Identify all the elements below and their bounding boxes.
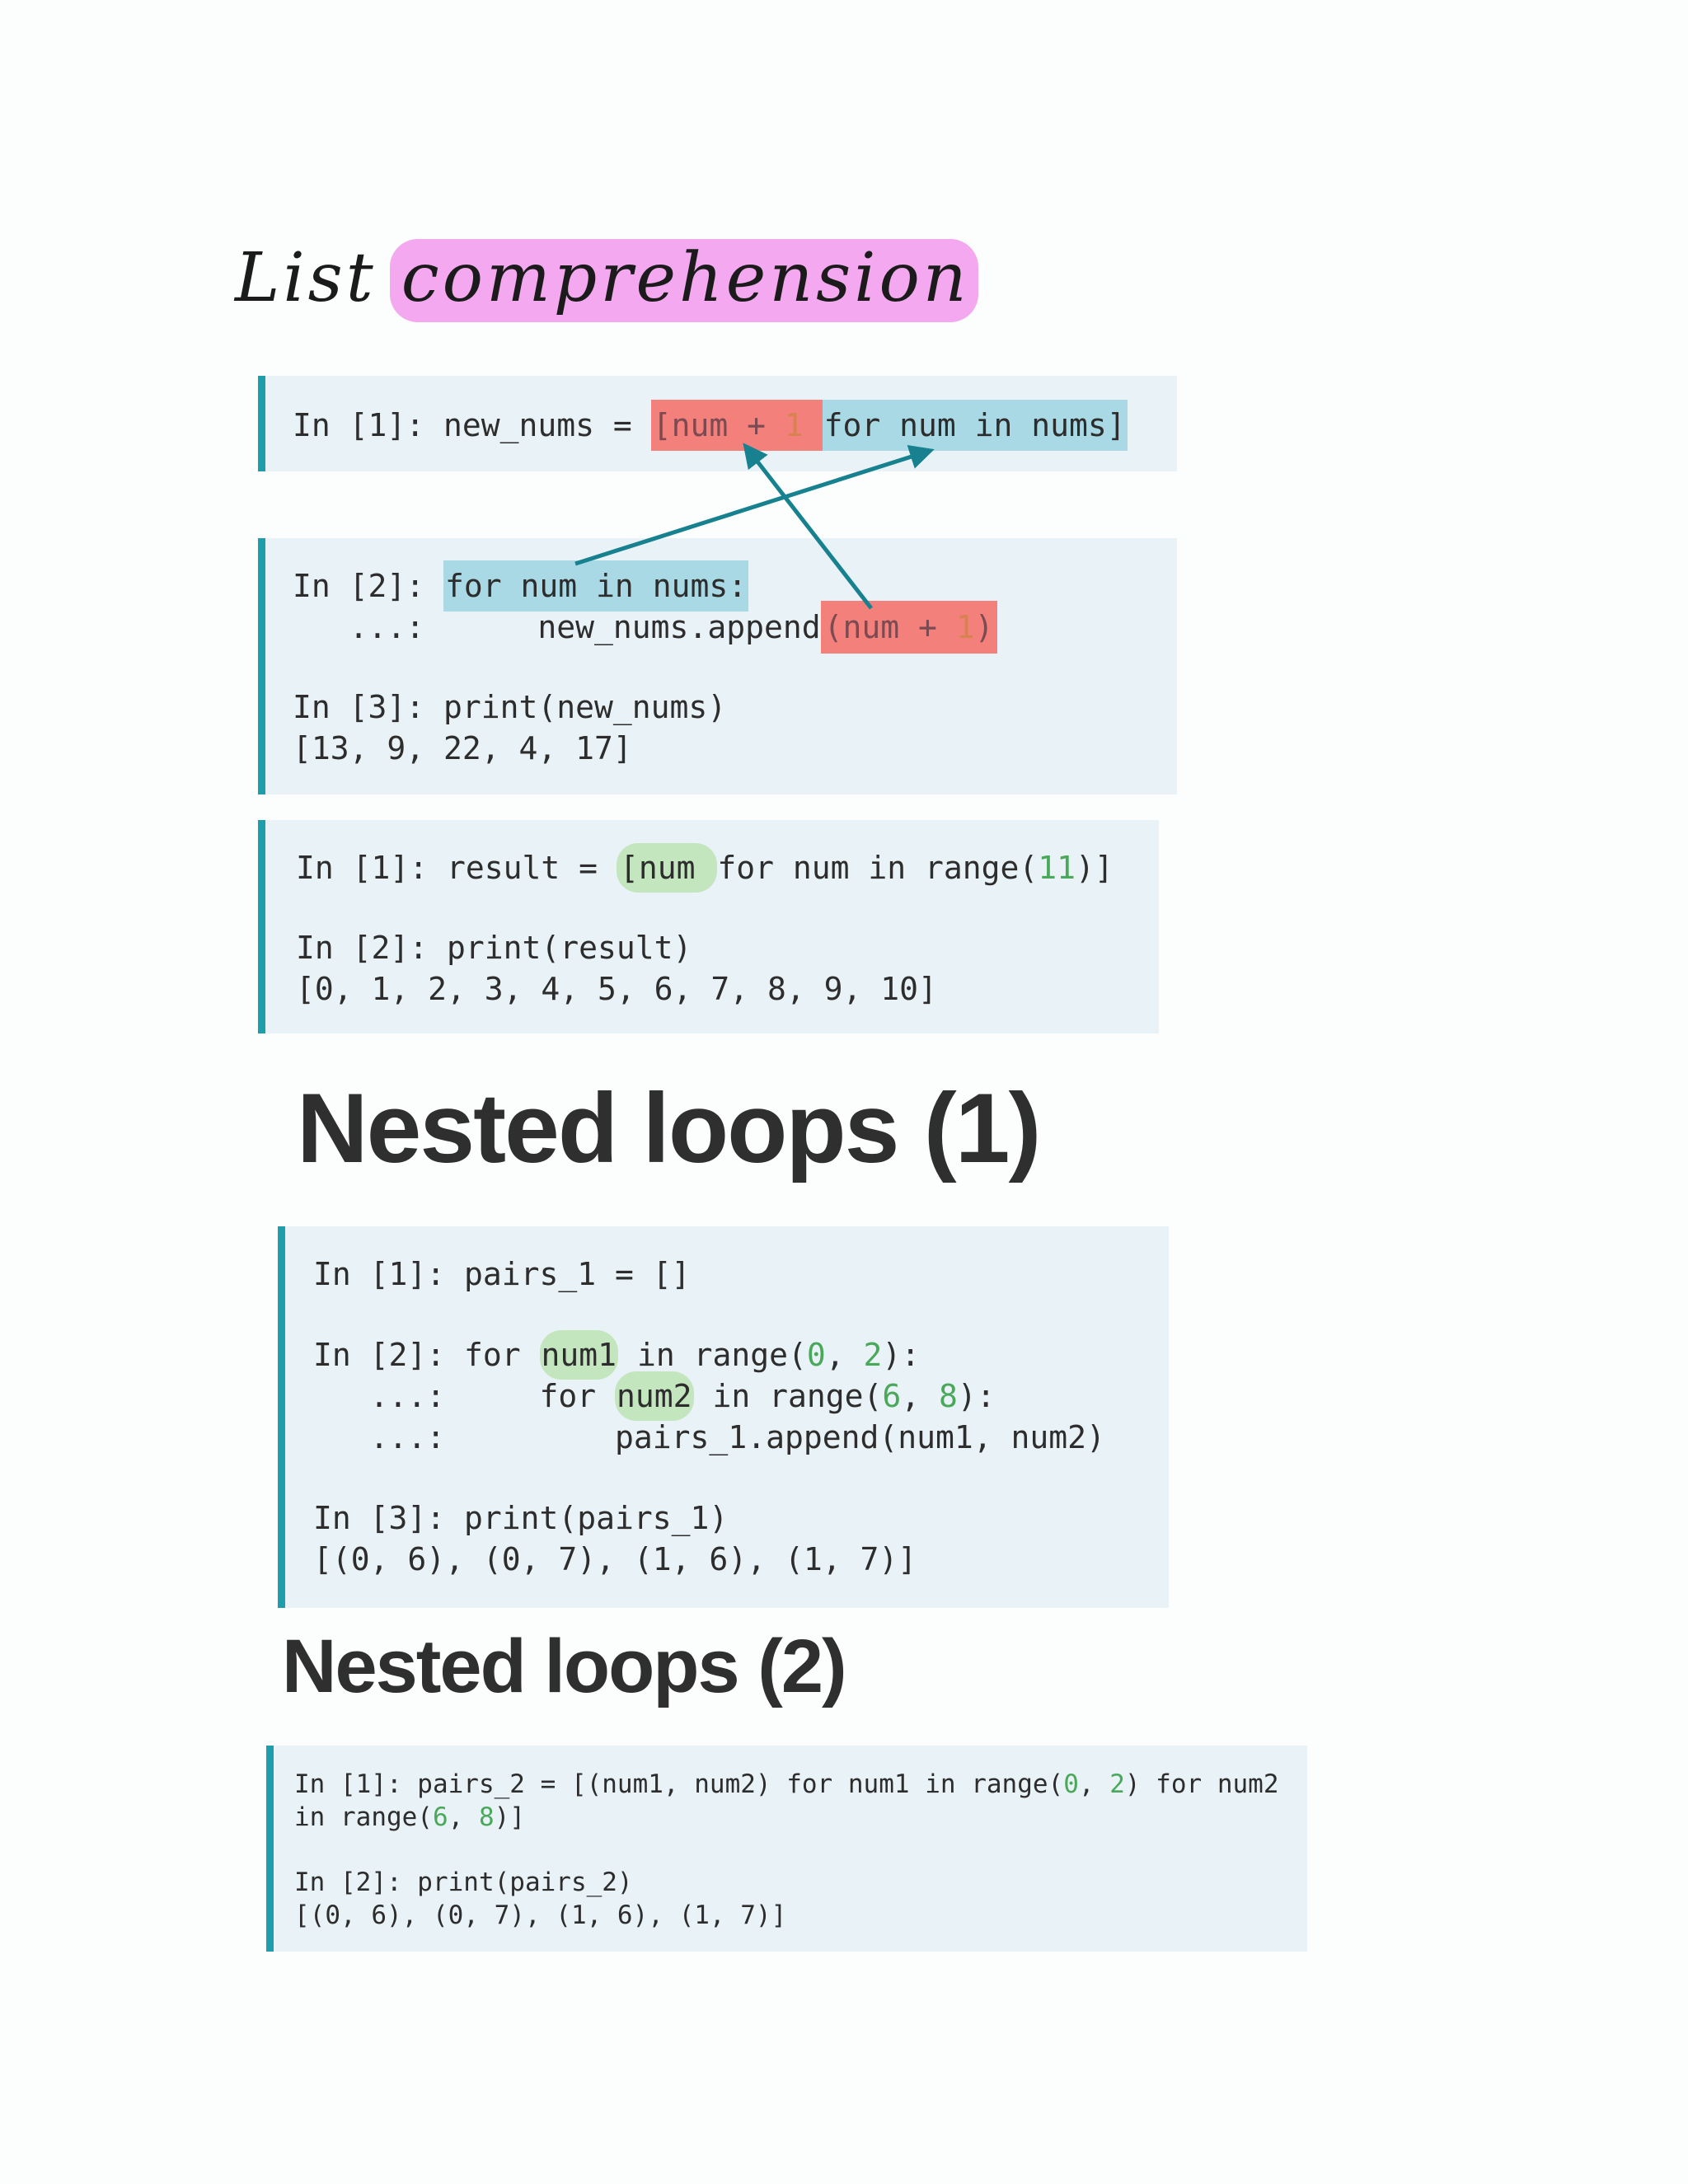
- heading-nested-loops-1: Nested loops (1): [297, 1073, 1041, 1183]
- cell4-line5: In [3]: print(pairs_1): [313, 1500, 729, 1536]
- cell4-l2-close: ):: [882, 1337, 921, 1373]
- cell4-l2-num2: 2: [863, 1337, 883, 1373]
- cell2-line2: ...: new_nums.append(num + 1): [293, 601, 997, 654]
- cell5-l1-text: In [1]: pairs_2 = [(num1, num2) for num1…: [294, 1769, 1064, 1799]
- cell4-line4: ...: pairs_1.append(num1, num2): [313, 1419, 1105, 1455]
- cell5-line2: in range(6, 8)]: [294, 1805, 525, 1830]
- cell2-line1: In [2]: for num in nums:: [293, 560, 749, 612]
- cell2-prompt: In [2]:: [293, 568, 444, 604]
- cell2-output: [13, 9, 22, 4, 17]: [293, 730, 632, 766]
- cell4-line1: In [1]: pairs_1 = []: [313, 1256, 691, 1292]
- cell2-red-number: 1: [955, 609, 975, 645]
- cell1-red-text: [num +: [652, 407, 785, 443]
- heading-nested-loops-2: Nested loops (2): [282, 1624, 847, 1708]
- cell5-l2-num2: 8: [478, 1802, 495, 1832]
- arrow-for-to-comprehension: [574, 444, 935, 566]
- cell5-line3: In [2]: print(pairs_2): [294, 1868, 633, 1897]
- cell5-l2-close: )]: [494, 1802, 525, 1832]
- cell5-output: [(0, 6), (0, 7), (1, 6), (1, 7)]: [294, 1900, 787, 1930]
- cell4-l2-comma: ,: [825, 1337, 864, 1373]
- cell4-line3: ...: for num2 in range(6, 8):: [313, 1371, 996, 1421]
- cell4-l3-comma: ,: [901, 1378, 939, 1414]
- cell4-num2-highlight: num2: [615, 1371, 694, 1421]
- cell4-l3-num2: 8: [939, 1378, 958, 1414]
- cell2-append-text: ...: new_nums.append: [293, 609, 821, 645]
- cell5-l2-num1: 6: [432, 1802, 448, 1832]
- cell4-l2-range: in range(: [618, 1337, 807, 1373]
- cell5-l1-num1: 0: [1063, 1769, 1079, 1799]
- cell4-l3-close: ):: [957, 1378, 996, 1414]
- cell4-output: [(0, 6), (0, 7), (1, 6), (1, 7)]: [313, 1541, 917, 1577]
- code-cell-5: [266, 1746, 1307, 1952]
- cell4-l2-prefix: In [2]: for: [313, 1337, 540, 1373]
- cell4-num1-highlight: num1: [539, 1330, 619, 1380]
- cell3-output: [0, 1, 2, 3, 4, 5, 6, 7, 8, 9, 10]: [296, 971, 937, 1007]
- code-cell-4: [278, 1226, 1169, 1608]
- cell2-red-close: ): [974, 609, 994, 645]
- cell3-line1: In [1]: result = [num for num in range(1…: [296, 843, 1114, 893]
- cell3-green-highlight: [num: [616, 843, 718, 893]
- cell1-red-number: 1: [784, 407, 804, 443]
- cell2-red-text: (num +: [823, 609, 956, 645]
- cell5-l2-comma: ,: [448, 1802, 479, 1832]
- cell5-l1-tail: ) for num2: [1124, 1769, 1279, 1799]
- cell5-l2-text: in range(: [294, 1802, 433, 1832]
- cell4-l2-num1: 0: [806, 1337, 826, 1373]
- cell4-l3-range: in range(: [693, 1378, 883, 1414]
- cell3-prompt: In [1]: result =: [296, 850, 617, 886]
- title-word-comprehension: comprehension: [389, 239, 978, 322]
- title-word-list: List: [235, 239, 377, 317]
- cell1-red-highlight: [num + 1: [650, 400, 823, 451]
- cell5-l1-comma: ,: [1078, 1769, 1110, 1799]
- cell2-line3: In [3]: print(new_nums): [293, 689, 727, 725]
- cell2-blue-highlight: for num in nums:: [443, 560, 749, 612]
- cell3-close: )]: [1076, 850, 1114, 886]
- cell5-line1: In [1]: pairs_2 = [(num1, num2) for num1…: [294, 1772, 1279, 1797]
- cell3-number: 11: [1038, 850, 1076, 886]
- cell4-l3-prefix: ...: for: [313, 1378, 616, 1414]
- cell4-l3-num1: 6: [882, 1378, 902, 1414]
- cell3-line2: In [2]: print(result): [296, 930, 692, 966]
- arrow-expression-to-comprehension: [743, 443, 873, 610]
- cell3-range-text: for num in range(: [717, 850, 1039, 886]
- cell5-l1-num2: 2: [1109, 1769, 1125, 1799]
- cell1-blue-highlight: for num in nums]: [822, 400, 1128, 451]
- cell4-line2: In [2]: for num1 in range(0, 2):: [313, 1330, 921, 1380]
- cell1-prompt: In [1]: new_nums =: [293, 407, 651, 443]
- cell1-line1: In [1]: new_nums = [num + 1 for num in n…: [293, 400, 1128, 451]
- cell2-red-highlight: (num + 1): [820, 601, 997, 654]
